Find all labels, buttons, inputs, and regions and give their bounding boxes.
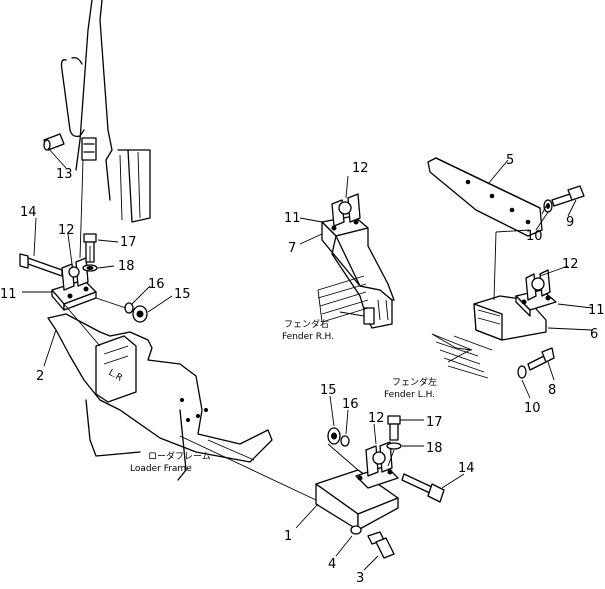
fender-rh-label-en: Fender R.H. <box>282 332 334 342</box>
bolt-17-lower <box>386 415 402 450</box>
callout-5: 5 <box>506 153 514 168</box>
callout-14-left: 14 <box>20 205 37 220</box>
bolt-14-lower <box>401 473 445 503</box>
leader-lines <box>22 147 593 571</box>
loader-frame: L.R <box>47 313 273 481</box>
fender-lh-label-jp: フェンダ左 <box>392 376 437 388</box>
bolt-3 <box>350 525 395 559</box>
nut-15-left <box>124 302 148 323</box>
callout-8: 8 <box>548 383 556 398</box>
callout-18-lower: 18 <box>426 441 443 456</box>
fender-rh-label-jp: フェンダ右 <box>284 318 329 330</box>
callout-6: 6 <box>590 327 598 342</box>
loader-arm <box>60 0 151 223</box>
bracket-7 <box>321 193 395 329</box>
callout-10-lower: 10 <box>524 401 541 416</box>
callout-14-lower: 14 <box>458 461 475 476</box>
bolt-14-left <box>19 253 63 277</box>
callout-12-center: 12 <box>352 161 369 176</box>
callout-18-left: 18 <box>118 259 135 274</box>
callout-17-left: 17 <box>120 235 137 250</box>
callout-12-lower: 12 <box>368 411 385 426</box>
callout-12-right: 12 <box>562 257 579 272</box>
loader-frame-label-jp: ローダフレーム <box>148 450 211 462</box>
left-bracket-11 <box>51 257 97 311</box>
callout-15-left: 15 <box>174 287 191 302</box>
loader-frame-label-en: Loader Frame <box>130 464 192 474</box>
pin-13 <box>43 133 65 151</box>
nut-15-lower <box>327 427 350 447</box>
plate-5 <box>427 157 543 237</box>
callout-15-lower: 15 <box>320 383 337 398</box>
bracket-6 <box>473 231 557 341</box>
callout-16-left: 16 <box>148 277 165 292</box>
callout-13: 13 <box>56 167 73 182</box>
assembly-lines <box>63 159 547 501</box>
callout-16-lower: 16 <box>342 397 359 412</box>
bracket-1 <box>315 441 399 531</box>
callout-4: 4 <box>328 557 336 572</box>
callout-12-left: 12 <box>58 223 75 238</box>
fender-lh-label-en: Fender L.H. <box>384 390 435 400</box>
fender-rh-hatch <box>317 275 369 323</box>
callout-1: 1 <box>284 529 292 544</box>
fender-lh-hatch <box>431 333 493 379</box>
callout-7: 7 <box>288 241 296 256</box>
bolt-8 <box>517 347 555 379</box>
callout-11-right: 11 <box>588 303 605 318</box>
callout-17-lower: 17 <box>426 415 443 430</box>
callout-2: 2 <box>36 369 44 384</box>
callout-11-center: 11 <box>284 211 301 226</box>
callout-10-upper: 10 <box>526 229 543 244</box>
callout-9: 9 <box>566 215 574 230</box>
bolt-9 <box>543 185 585 213</box>
callout-11-left: 11 <box>0 287 17 302</box>
callout-3: 3 <box>356 571 364 584</box>
